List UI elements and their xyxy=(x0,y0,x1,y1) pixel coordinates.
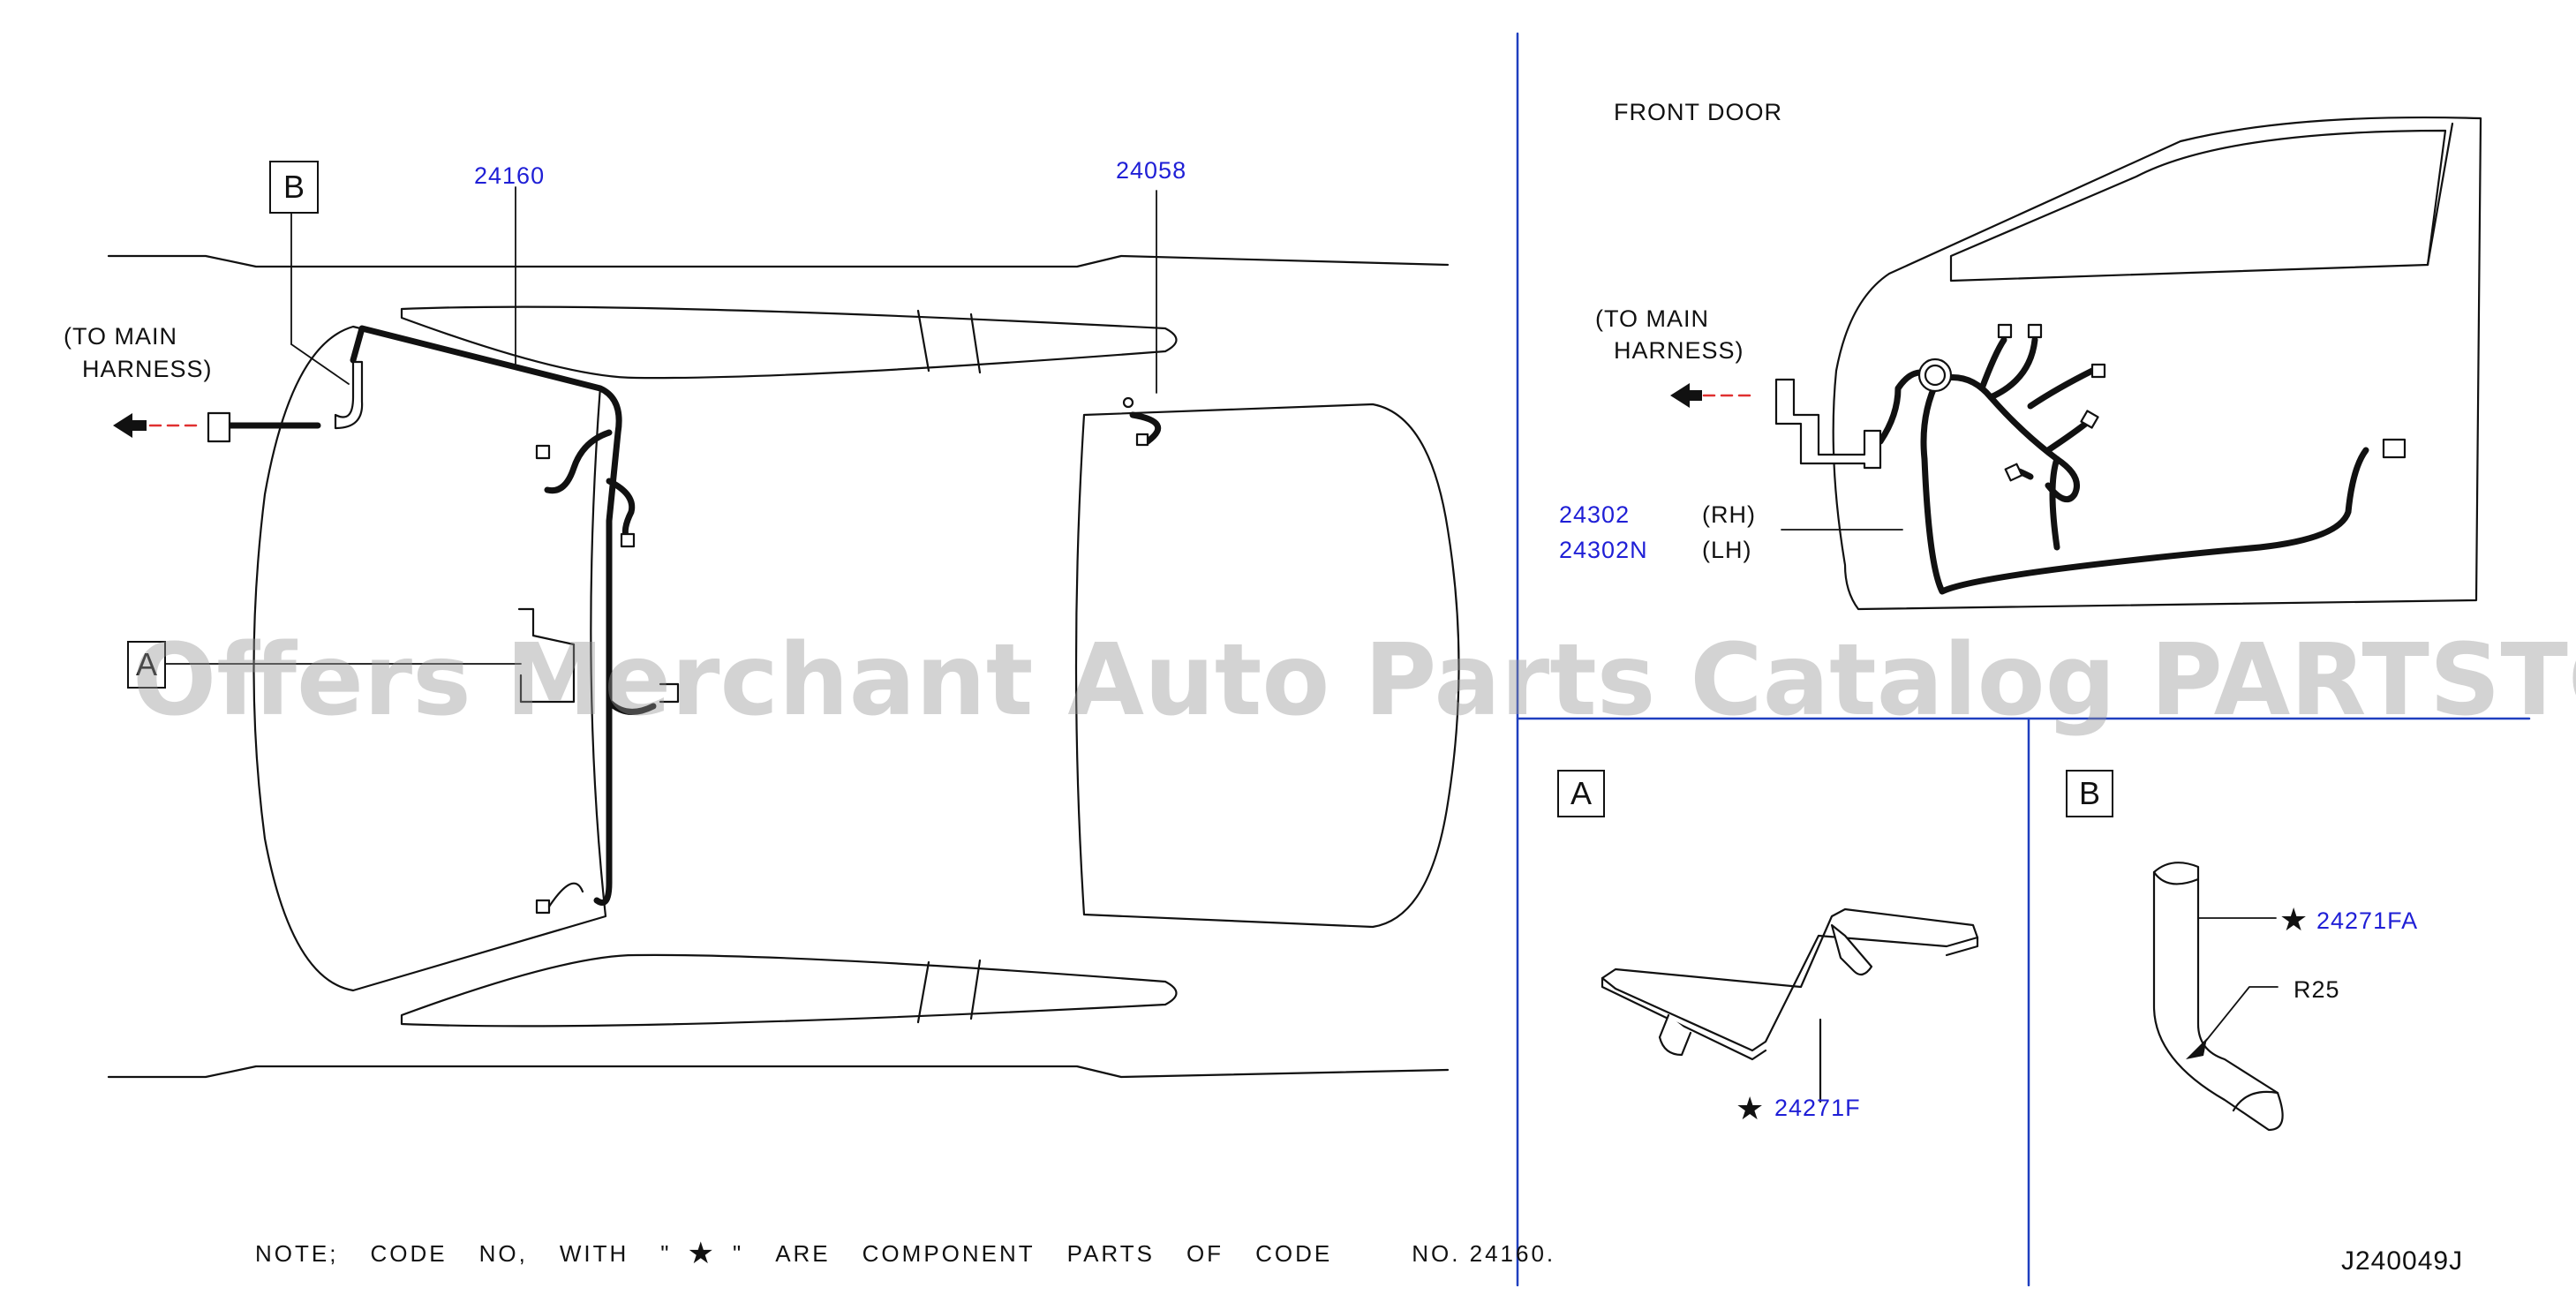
to-main-harness-label-2: HARNESS) xyxy=(82,356,213,382)
part-number-24271fa[interactable]: 24271FA xyxy=(2316,907,2419,934)
note-line: NOTE; CODE NO, WITH " ★ " ARE COMPONENT PARTS OF CO… xyxy=(255,1236,1587,1271)
leader-lines-main xyxy=(162,186,1157,665)
part-number-24302[interactable]: 24302 xyxy=(1559,501,1631,528)
part-number-24302n[interactable]: 24302N xyxy=(1559,537,1648,563)
part-number-24160[interactable]: 24160 xyxy=(474,162,546,189)
diagram-code: J240049J xyxy=(2341,1246,2464,1276)
radius-label: R25 xyxy=(2294,976,2340,1003)
note-word: CODE xyxy=(370,1240,448,1267)
note-word: NO. 24160. xyxy=(1412,1240,1556,1267)
front-door-harness-24302 xyxy=(1877,336,2369,595)
note-word: NO, xyxy=(478,1240,528,1267)
note-word: WITH xyxy=(559,1240,629,1267)
note-word: PARTS xyxy=(1066,1240,1155,1267)
door-harness-24160 xyxy=(226,325,1161,906)
note-star-icon: ★ xyxy=(687,1237,717,1270)
detail-b-box: B xyxy=(2066,770,2113,817)
note-word: COMPONENT xyxy=(862,1240,1036,1267)
to-main-harness-label-1: (TO MAIN xyxy=(64,323,177,350)
door-to-main-harness-label-2: HARNESS) xyxy=(1614,337,1744,364)
panel-dividers xyxy=(1516,32,2531,1287)
note-word: CODE xyxy=(1255,1240,1333,1267)
sleeve-24271fa xyxy=(2152,862,2284,1132)
to-main-arrow-left xyxy=(113,413,205,438)
detail-b-star-icon: ★ xyxy=(2279,901,2309,937)
note-quote: " xyxy=(732,1240,744,1267)
callout-box-a: A xyxy=(127,641,166,689)
part-number-24271f[interactable]: 24271F xyxy=(1774,1095,1861,1121)
front-door-title: FRONT DOOR xyxy=(1614,99,1782,125)
detail-a-box: A xyxy=(1557,770,1605,817)
harness-connectors xyxy=(207,360,1149,915)
callout-box-b: B xyxy=(269,161,319,214)
note-word: ARE xyxy=(775,1240,831,1267)
front-door-connectors xyxy=(1774,323,2407,482)
watermark: Offers Merchant Auto Parts Catalog PARTS… xyxy=(132,623,2576,738)
detail-a-star-icon: ★ xyxy=(1736,1090,1766,1126)
to-main-arrow-door xyxy=(1670,383,1759,408)
note-word: NOTE; xyxy=(255,1240,339,1267)
vehicle-body-outline xyxy=(107,254,1460,1079)
note-quote: " xyxy=(660,1240,672,1267)
note-word: OF xyxy=(1186,1240,1224,1267)
side-lh-label: (LH) xyxy=(1702,537,1752,563)
front-door-outline xyxy=(1832,116,2482,611)
side-rh-label: (RH) xyxy=(1702,501,1756,528)
part-number-24058[interactable]: 24058 xyxy=(1116,157,1187,184)
door-to-main-harness-label-1: (TO MAIN xyxy=(1595,305,1709,332)
clip-24271f xyxy=(1601,907,1979,1103)
